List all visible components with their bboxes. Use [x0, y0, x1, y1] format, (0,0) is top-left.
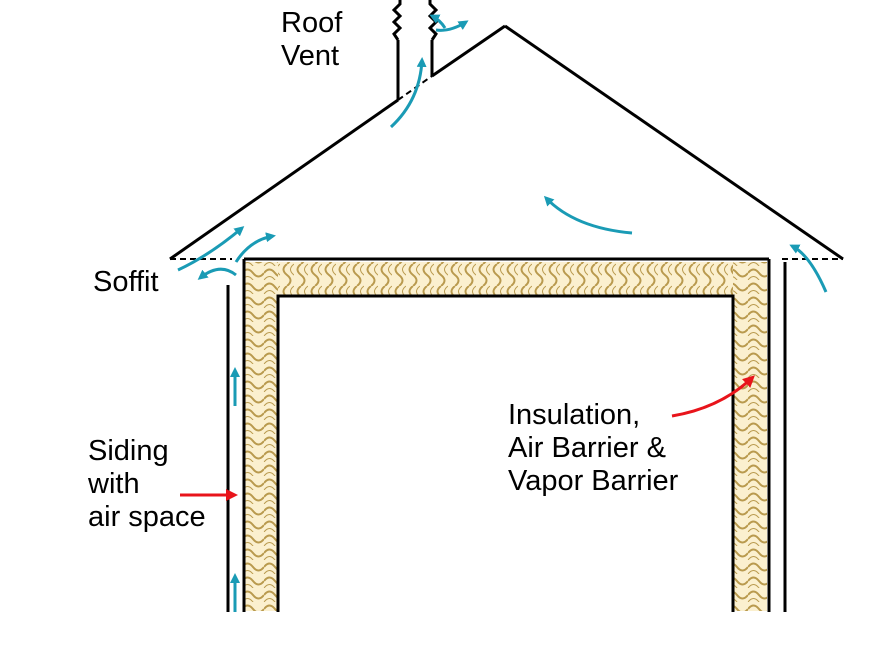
- insulation-label: Insulation, Air Barrier & Vapor Barrier: [508, 399, 678, 498]
- airflow-arrow-vent-out-left: [429, 14, 447, 29]
- insulation-label-line: Air Barrier &: [508, 432, 666, 464]
- airflow-arrow-vent-rise: [389, 57, 427, 129]
- airflow-arrow-soffit-in: [177, 226, 245, 272]
- siding-label-line: air space: [88, 501, 206, 533]
- roof-vent: [391, 0, 439, 100]
- airflow-arrow-right-soffit: [789, 244, 828, 293]
- airflow-arrow-soffit-up: [234, 232, 276, 263]
- roof-vent-label-line: Vent: [281, 40, 340, 72]
- insulation-label-line: Insulation,: [508, 399, 641, 431]
- pointer-arrows: [180, 375, 755, 501]
- airflow-arrows: [177, 14, 828, 612]
- insulation-pointer-arrow: [671, 375, 755, 418]
- insulation-label-line: Vapor Barrier: [508, 465, 679, 497]
- roof: [169, 24, 844, 261]
- walls: [226, 257, 787, 612]
- siding-label-line: Siding: [88, 435, 169, 467]
- soffit-label: Soffit: [93, 266, 159, 298]
- roof-vent-label-line: Roof: [281, 7, 343, 39]
- airflow-arrow-vent-out-right: [435, 20, 469, 32]
- siding-label-line: with: [88, 468, 140, 500]
- airflow-arrow-attic: [543, 195, 633, 235]
- airflow-arrow-soffit-curl: [197, 267, 237, 280]
- roof-vent-label: Roof Vent: [281, 7, 342, 73]
- insulation: [244, 262, 767, 611]
- siding-label: Siding with air space: [88, 435, 206, 534]
